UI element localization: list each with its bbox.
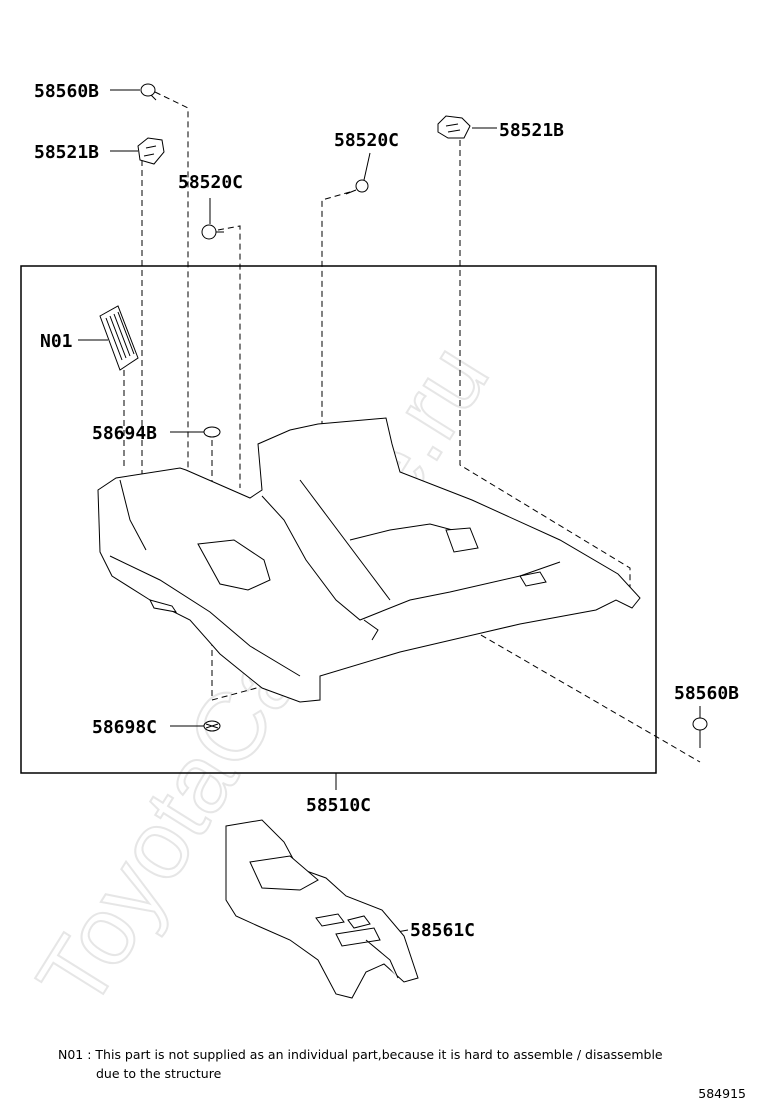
label-58698C: 58698C xyxy=(92,717,157,738)
footnote-line1: N01 : This part is not supplied as an in… xyxy=(58,1047,663,1062)
label-58521B-left: 58521B xyxy=(34,142,99,163)
clip-58560B-top xyxy=(140,83,157,101)
rear-carpet-58561C xyxy=(225,819,419,999)
label-58561C: 58561C xyxy=(410,920,475,941)
clip-58520C-mid xyxy=(345,179,369,195)
clip-58560B-right xyxy=(692,717,708,748)
label-58694B: 58694B xyxy=(92,423,157,444)
floor-carpet-58510C xyxy=(97,417,641,703)
heel-pad-N01 xyxy=(99,305,139,371)
label-58520C-left: 58520C xyxy=(178,172,243,193)
label-58560B-right: 58560B xyxy=(674,683,739,704)
label-58520C-mid: 58520C xyxy=(334,130,399,151)
clip-58520C-left xyxy=(201,224,224,240)
label-58521B-right: 58521B xyxy=(499,120,564,141)
figure-number: 584915 xyxy=(698,1086,746,1101)
label-58510C: 58510C xyxy=(306,795,371,816)
clip-58694B xyxy=(203,426,221,438)
assembly-frame xyxy=(20,265,657,774)
clip-58521B-right xyxy=(437,115,471,139)
label-N01: N01 xyxy=(40,331,73,352)
clip-58521B-left xyxy=(137,137,165,165)
label-58560B-top: 58560B xyxy=(34,81,99,102)
footnote: N01 : This part is not supplied as an in… xyxy=(58,1045,738,1083)
footnote-line2: due to the structure xyxy=(96,1066,222,1081)
clip-58698C xyxy=(203,720,221,732)
